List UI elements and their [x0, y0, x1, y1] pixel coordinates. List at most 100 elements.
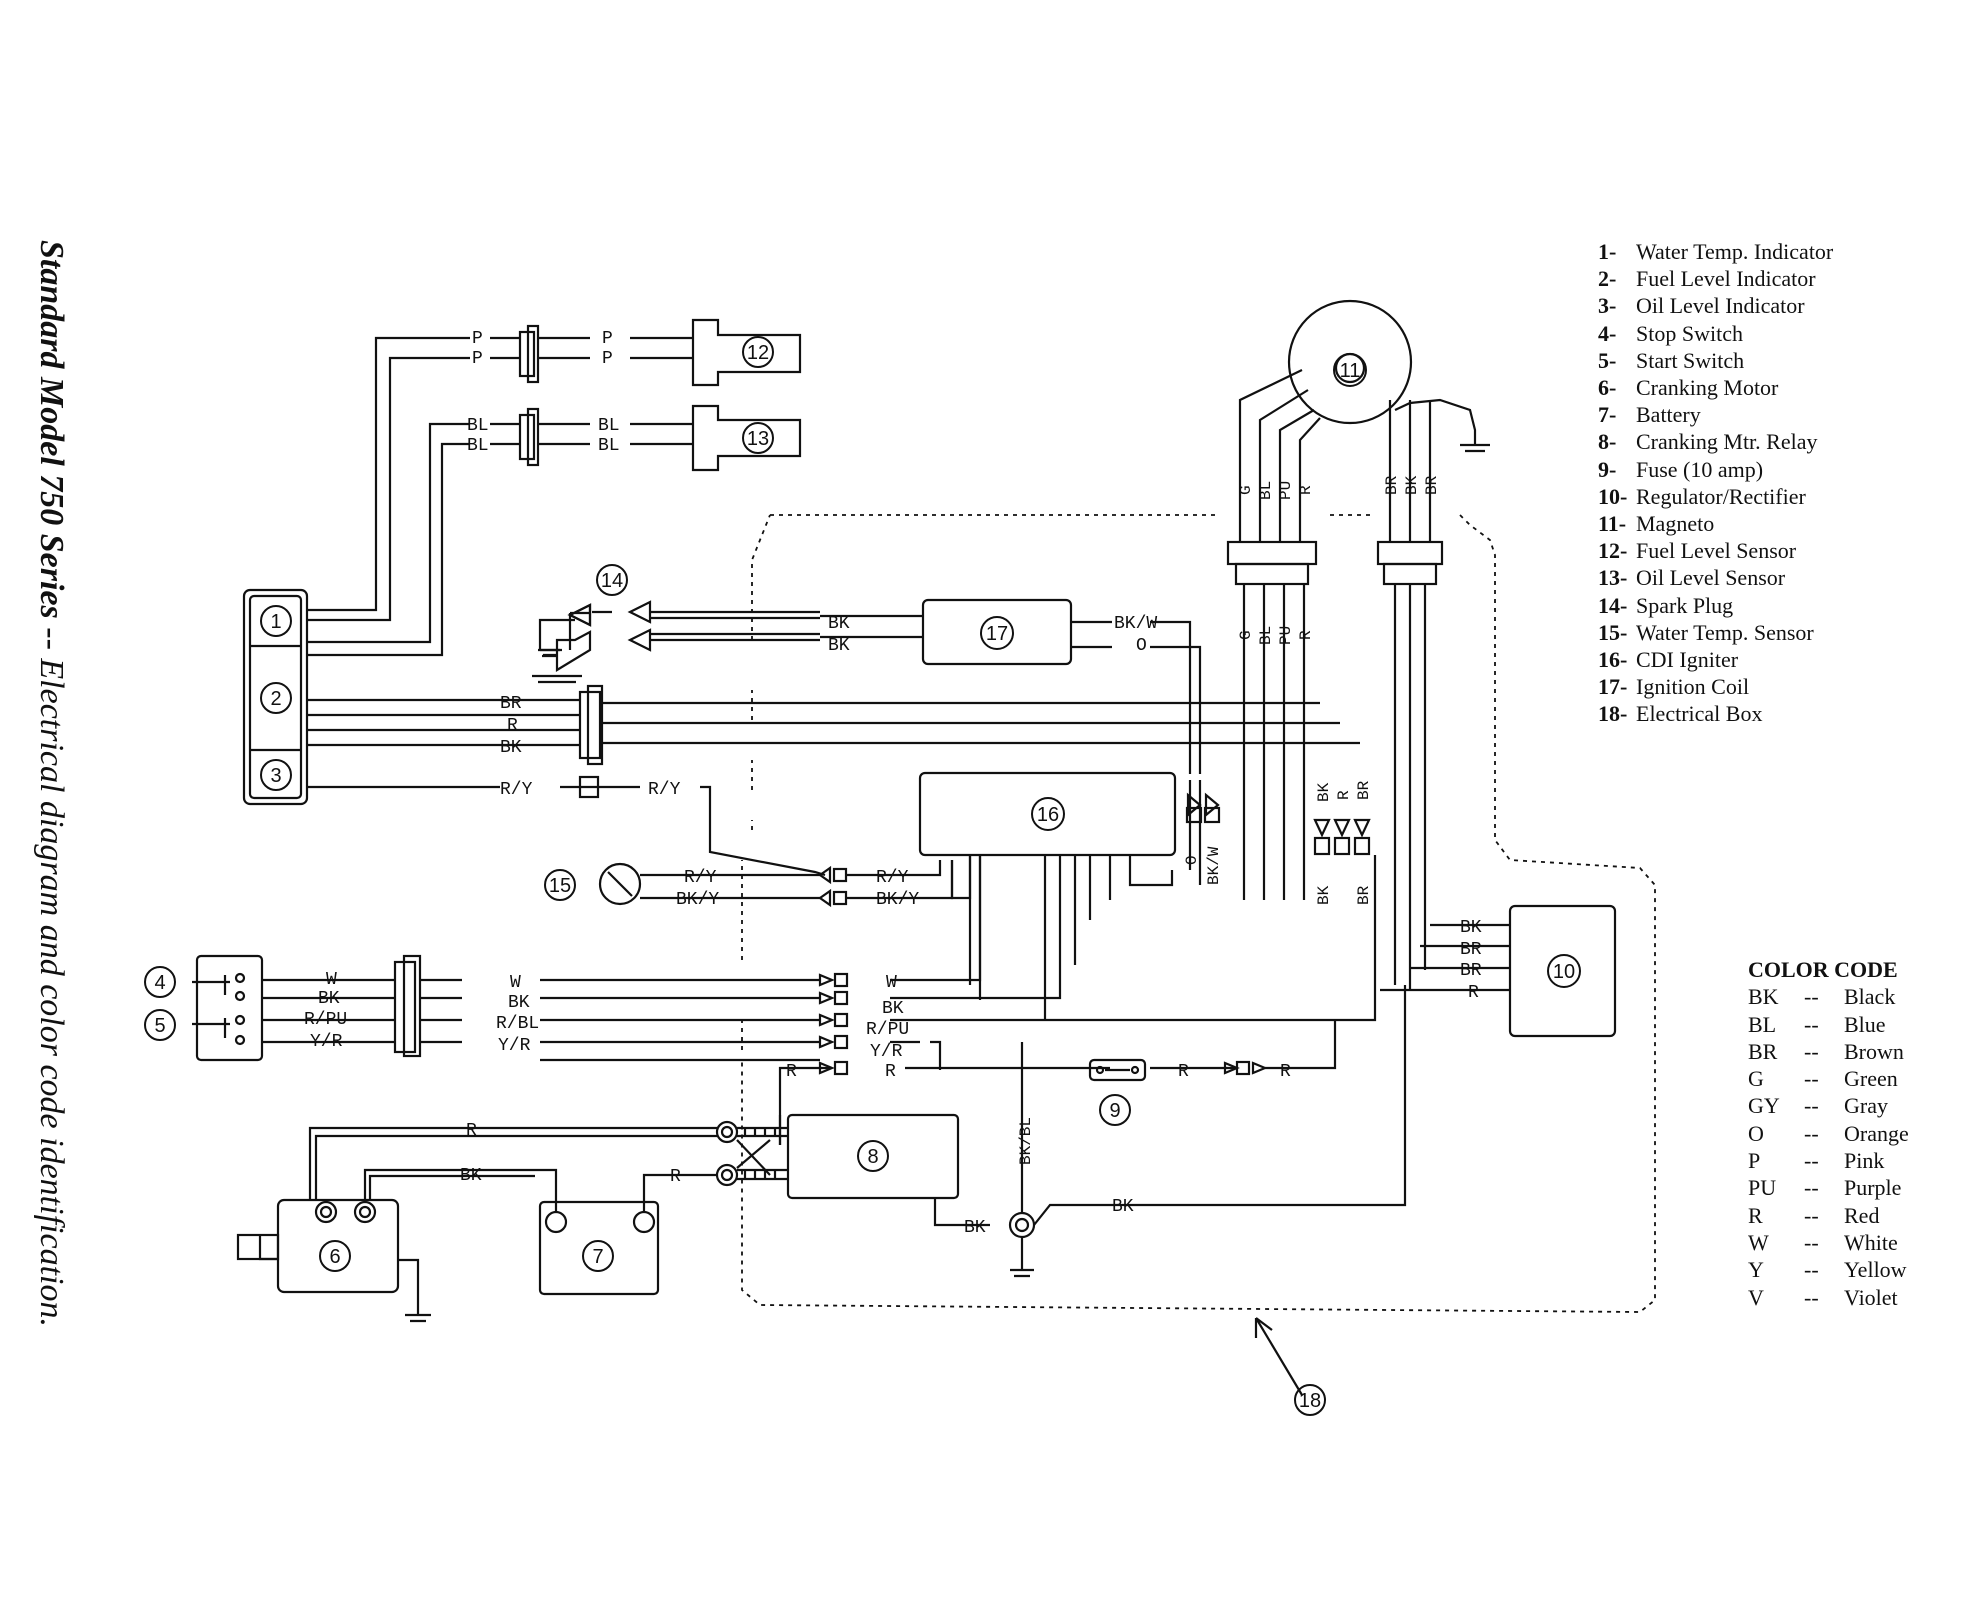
- color-code-row: P--Pink: [1748, 1148, 1885, 1174]
- wire-label: R/BL: [496, 1014, 539, 1034]
- wire-label: BL: [1257, 626, 1275, 645]
- callout-18: [1294, 1384, 1326, 1416]
- wire-label: Y/R: [870, 1042, 903, 1062]
- wire-label: P: [472, 349, 483, 369]
- callout-5-label: 5: [154, 1015, 165, 1037]
- legend-item: 7-Battery: [1598, 402, 1701, 428]
- callout-17-label: 17: [986, 623, 1008, 645]
- callout-1-label: 1: [270, 611, 281, 633]
- color-code-row: G--Green: [1748, 1066, 1898, 1092]
- regulator-rectifier: [1508, 904, 1617, 1038]
- color-code-row: BK--Black: [1748, 984, 1896, 1010]
- wire-label: BK: [500, 738, 522, 758]
- legend-item: 10-Regulator/Rectifier: [1598, 483, 1806, 509]
- wire-label: BK/Y: [676, 890, 719, 910]
- wire-label: R: [507, 716, 518, 736]
- callout-4-label: 4: [154, 972, 165, 994]
- legend-item: 17-Ignition Coil: [1598, 674, 1750, 700]
- color-code-row: O--Orange: [1748, 1120, 1909, 1146]
- legend-item: 1-Water Temp. Indicator: [1598, 239, 1834, 264]
- legend-item: 12-Fuel Level Sensor: [1598, 538, 1797, 564]
- wire-label: P: [602, 329, 613, 349]
- ignition-coil: [921, 598, 1073, 666]
- instrument-cluster: [242, 588, 309, 806]
- legend-item: 18-Electrical Box: [1598, 701, 1763, 727]
- callout-5: [144, 1009, 176, 1041]
- color-code-row: R--Red: [1748, 1202, 1880, 1228]
- wire-label: BK/W: [1205, 846, 1223, 885]
- callout-11-label: 11: [1340, 360, 1361, 382]
- wire-label: R/Y: [648, 780, 681, 800]
- wire-label: BR: [1423, 475, 1441, 495]
- legend-item: 14-Spark Plug: [1598, 592, 1734, 618]
- callout-15: [544, 869, 576, 901]
- color-code-row: V--Violet: [1748, 1284, 1898, 1310]
- wire-label: R: [1280, 1062, 1291, 1082]
- legend-item: 6-Cranking Motor: [1598, 375, 1779, 401]
- color-code-row: BL--Blue: [1748, 1011, 1886, 1037]
- wire-label: R: [466, 1121, 477, 1141]
- callout-1: [260, 605, 292, 637]
- wire-label: BK: [1112, 1197, 1134, 1217]
- wire-label: R/PU: [304, 1010, 347, 1030]
- callout-14: [596, 564, 628, 596]
- callout-10-label: 10: [1553, 961, 1575, 983]
- wire-label: BK/BL: [1017, 1117, 1035, 1165]
- legend-item: 15-Water Temp. Sensor: [1598, 619, 1814, 645]
- color-code-table: COLOR CODE BK--Black BL--Blue BR--Brown …: [1748, 956, 1909, 1311]
- legend-item: 8-Cranking Mtr. Relay: [1598, 429, 1818, 455]
- magneto: [1287, 299, 1413, 425]
- diagram-title: Standard Model 750 Series -- Electrical …: [10, 240, 120, 1440]
- fuse: [1088, 1058, 1147, 1082]
- wire-label: BK: [1403, 475, 1421, 495]
- callout-2: [260, 682, 292, 714]
- callout-12-label: 12: [747, 342, 769, 364]
- wire-label: W: [510, 973, 521, 993]
- color-code-heading: COLOR CODE: [1748, 957, 1898, 982]
- electrical-box-outline: [741, 514, 1656, 1313]
- component-legend: 1-Water Temp. Indicator 2-Fuel Level Ind…: [1598, 238, 1833, 728]
- callout-10: [1547, 954, 1581, 988]
- wire-label: BK: [508, 993, 530, 1013]
- title-rest: -- Electrical diagram and color code ide…: [33, 618, 70, 1327]
- wire-label: Y/R: [310, 1032, 343, 1052]
- callout-6: [319, 1240, 351, 1272]
- wire-label: BR: [1460, 961, 1482, 981]
- wire-label: R/PU: [866, 1020, 909, 1040]
- wire-label: BL: [598, 416, 620, 436]
- switch-block: [195, 954, 264, 1062]
- callout-4: [144, 966, 176, 998]
- water-temp-sensor: [598, 862, 642, 906]
- wire-label: Y/R: [498, 1036, 531, 1056]
- wire-label: R: [1468, 983, 1479, 1003]
- wire-label: BL: [467, 436, 489, 456]
- wire-label: P: [472, 329, 483, 349]
- wire-label: R/Y: [684, 868, 717, 888]
- wire-label: BK: [460, 1166, 482, 1186]
- legend-item: 16-CDI Igniter: [1598, 647, 1739, 673]
- callout-13: [742, 422, 774, 454]
- callout-6-label: 6: [329, 1246, 340, 1268]
- wire-label: BR: [1355, 780, 1373, 800]
- callout-3-label: 3: [270, 765, 281, 787]
- callout-11: [1333, 353, 1367, 387]
- oil-level-sensor: [691, 404, 802, 472]
- wire-label: R/Y: [876, 868, 909, 888]
- legend-item: 11-Magneto: [1598, 511, 1715, 537]
- legend-item: 5-Start Switch: [1598, 347, 1745, 373]
- legend-item: 3-Oil Level Indicator: [1598, 293, 1805, 319]
- wire-label: R/Y: [500, 780, 533, 800]
- color-code-row: PU--Purple: [1748, 1175, 1902, 1201]
- callout-18-label: 18: [1299, 1390, 1321, 1412]
- wire-label: P: [602, 349, 613, 369]
- cdi-igniter: [918, 771, 1177, 857]
- wire-label: BK: [964, 1218, 986, 1238]
- legend-item: 13-Oil Level Sensor: [1598, 565, 1786, 591]
- wire-label: BK: [882, 999, 904, 1019]
- wire-label: PU: [1277, 481, 1295, 500]
- color-code-row: Y--Yellow: [1748, 1257, 1907, 1283]
- wire-label: R: [670, 1167, 681, 1187]
- wire-label: R: [1297, 630, 1315, 640]
- callout-13-label: 13: [747, 428, 769, 450]
- wire-label: BK: [1315, 885, 1333, 905]
